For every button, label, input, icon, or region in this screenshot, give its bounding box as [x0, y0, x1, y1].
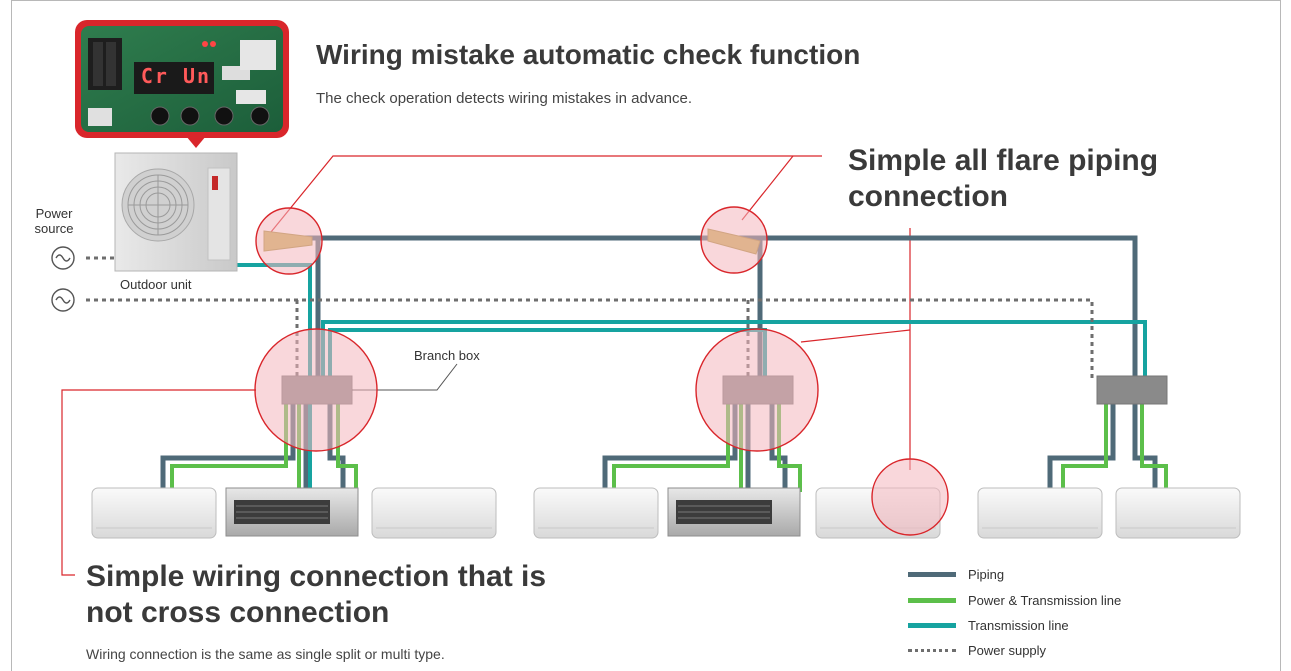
indoor-unit-duct	[667, 487, 801, 537]
legend-label-power-supply: Power supply	[968, 642, 1047, 658]
power-supply-lines	[86, 256, 1094, 378]
legend-item-piping: Piping	[908, 563, 1004, 585]
wiring-heading-line1: Simple wiring connection that is	[86, 560, 547, 593]
wiring-heading-line2: not cross connection	[86, 596, 390, 629]
flare-callout-lines	[270, 155, 911, 470]
indoor-unit-wall	[533, 487, 659, 539]
page-subtitle: The check operation detects wiring mista…	[316, 90, 693, 107]
legend-item-transmission: Transmission line	[908, 614, 1069, 636]
power-source-label: Power source	[32, 206, 76, 236]
indoor-unit-wall	[91, 487, 217, 539]
display-readout: Cr Un	[140, 64, 212, 88]
legend-item-power-supply: Power supply	[908, 639, 1046, 661]
indoor-unit-wall	[371, 487, 497, 539]
legend-swatch-power-transmission	[908, 597, 956, 603]
page-title: Wiring mistake automatic check function	[316, 39, 861, 70]
branch-box-label: Branch box	[414, 348, 480, 363]
branch-box-leader	[352, 363, 458, 391]
power-source-label-line2: source	[34, 221, 74, 236]
control-board-photo	[75, 20, 289, 148]
legend-label-power-transmission: Power & Transmission line	[968, 592, 1122, 608]
legend-label-piping: Piping	[968, 566, 1005, 582]
indoor-unit-wall	[1115, 487, 1241, 539]
indoor-unit-duct	[225, 487, 359, 537]
legend-swatch-transmission	[908, 622, 956, 628]
legend-label-transmission: Transmission line	[968, 617, 1069, 633]
highlight-circles	[254, 206, 949, 536]
legend-swatch-piping	[908, 571, 956, 577]
outdoor-unit-label: Outdoor unit	[120, 277, 192, 292]
power-source-symbols	[51, 246, 75, 312]
indoor-unit-wall	[977, 487, 1103, 539]
legend-swatch-power-supply	[908, 648, 956, 652]
flare-heading-line1: Simple all flare piping	[848, 144, 1159, 177]
legend-item-power-transmission: Power & Transmission line	[908, 589, 1121, 611]
figure-frame	[11, 0, 1281, 671]
flare-heading-line2: connection	[848, 180, 1009, 213]
wiring-callout-line	[61, 389, 256, 576]
wiring-subtitle: Wiring connection is the same as single …	[86, 646, 445, 662]
flare-connectors	[263, 228, 761, 255]
outdoor-unit	[114, 152, 238, 272]
power-source-label-line1: Power	[35, 206, 73, 221]
indoor-units	[91, 487, 1241, 539]
